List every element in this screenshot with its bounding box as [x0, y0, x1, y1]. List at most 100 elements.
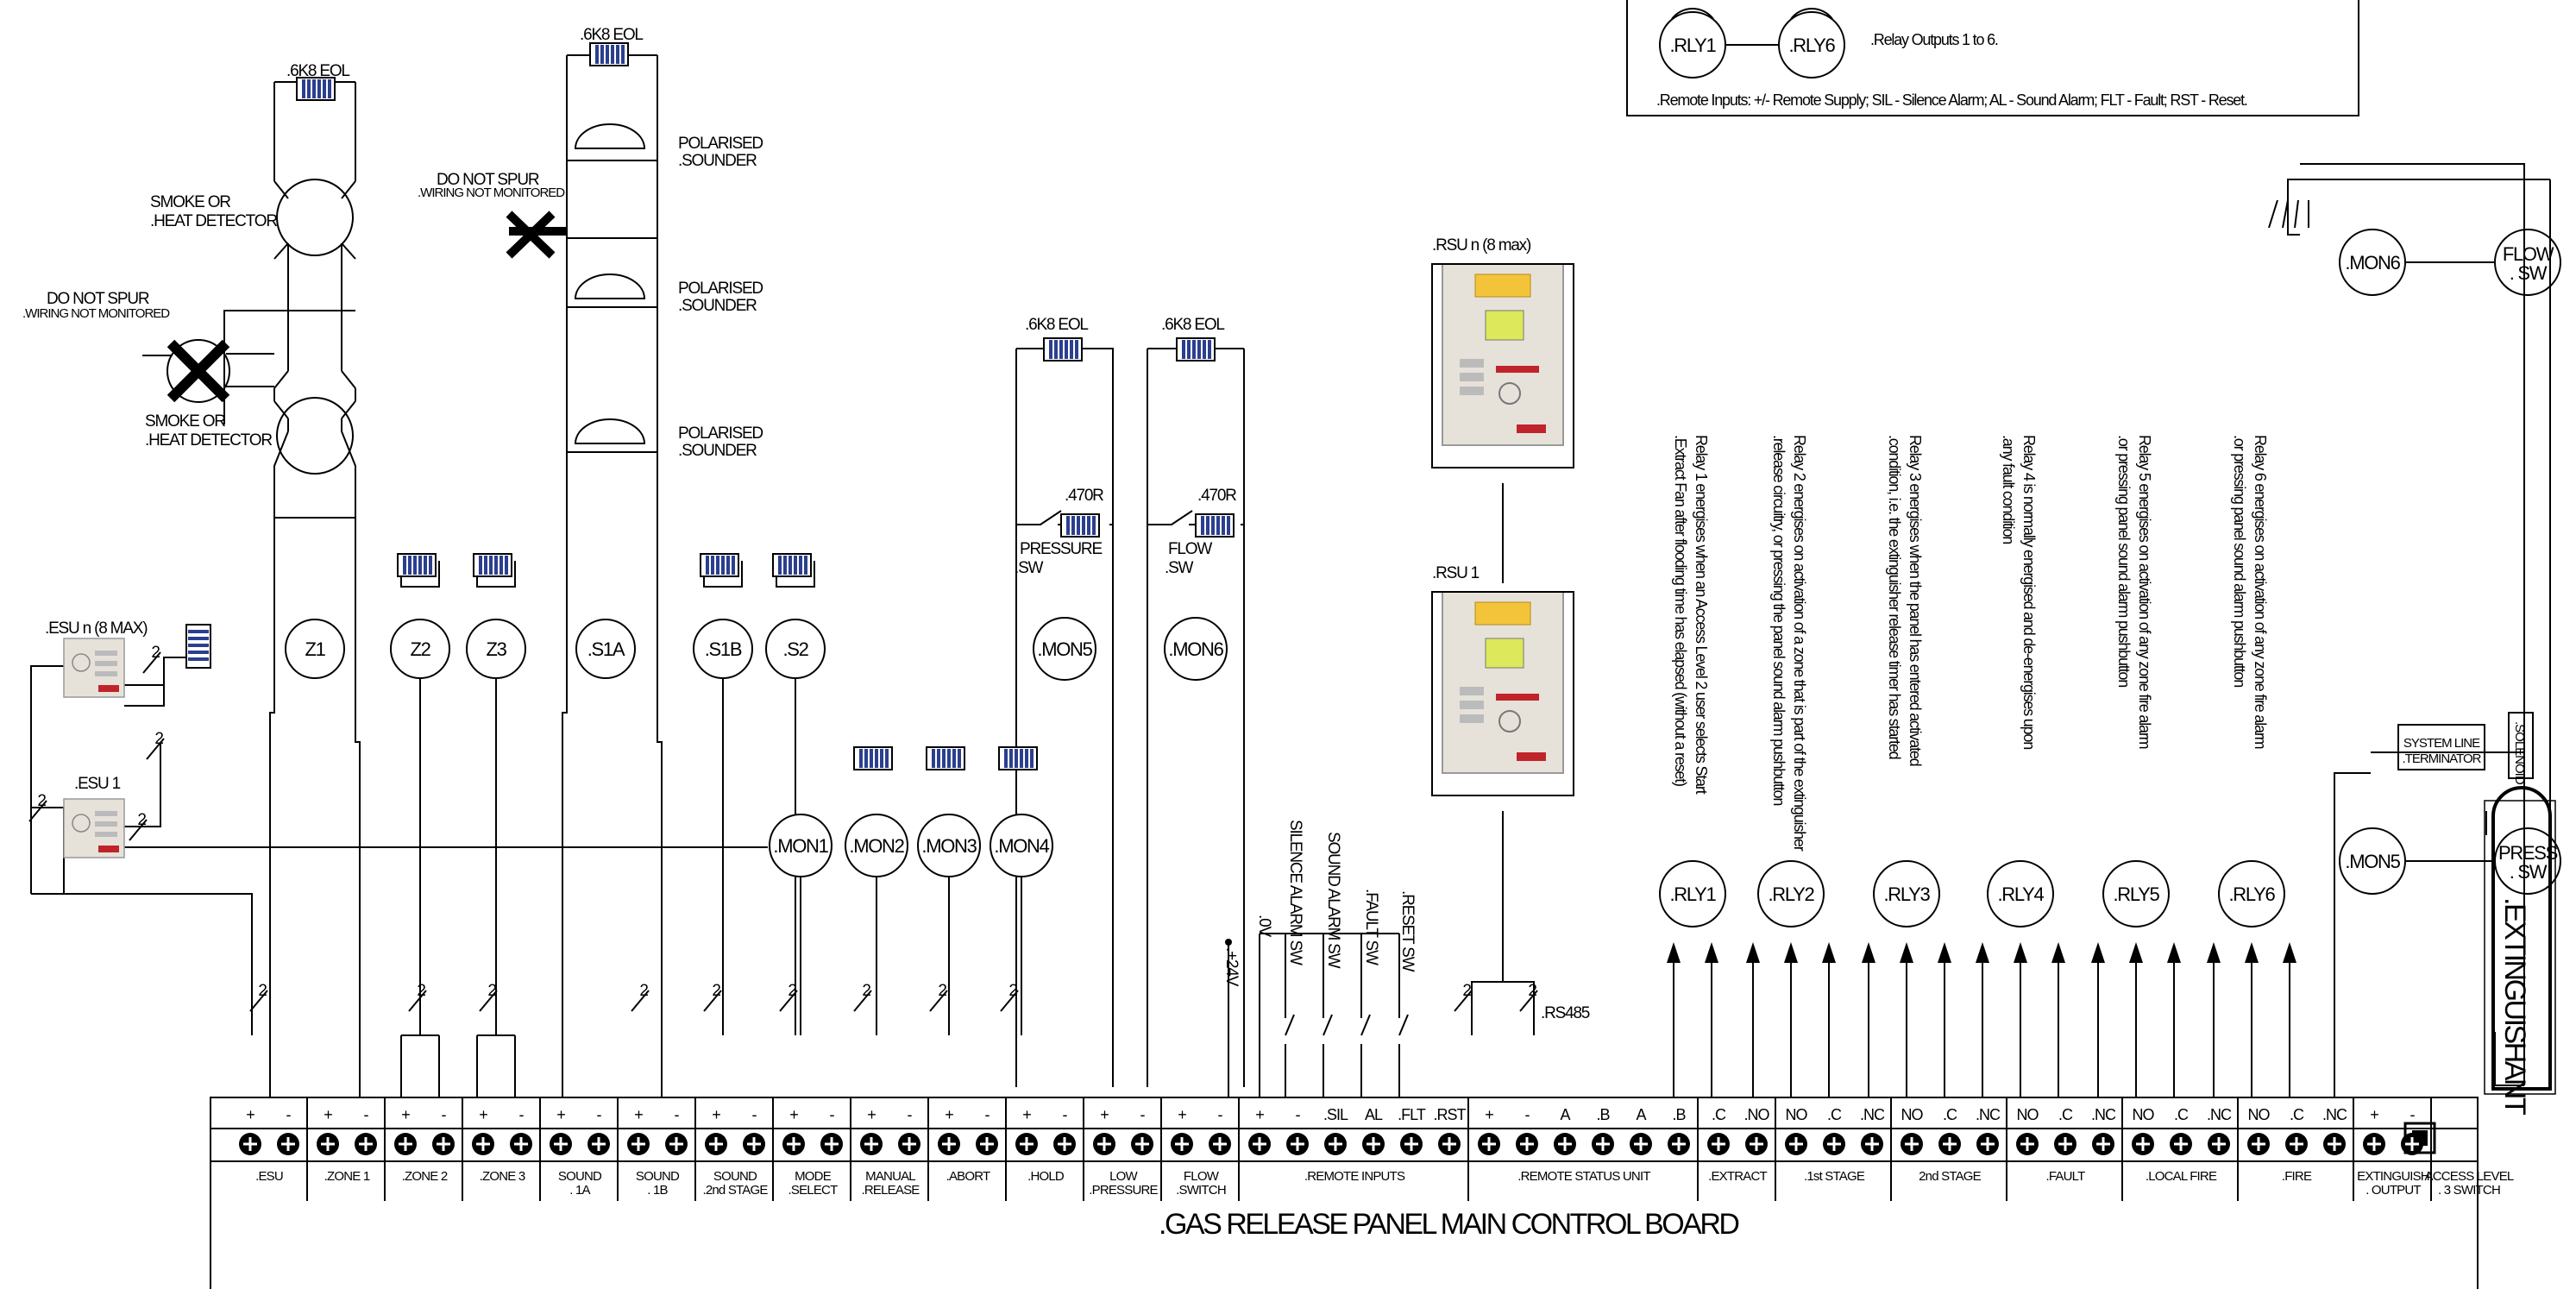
remote-switch-3: [1398, 934, 1409, 1097]
zone-label-1: Z2: [410, 638, 430, 660]
monitor-label-2: .MON3: [921, 835, 977, 857]
rsu-1-label: .RSU 1: [1432, 564, 1480, 582]
terminal-label-localfire-1: .C: [2174, 1106, 2189, 1123]
relay-arrow-2-0: [1862, 942, 1875, 963]
terminal-label-sound1a-0: +: [556, 1106, 565, 1123]
mon6-right-label: .MON6: [2345, 252, 2400, 274]
relay-arrow-3-1: [2014, 942, 2027, 963]
terminal-label-localfire-2: .NC: [2207, 1106, 2232, 1123]
relay-circle-5: [2218, 860, 2285, 927]
relay-note-2-a: Relay 3 energises when the panel has ent…: [1907, 435, 1924, 766]
group-label-hold: .HOLD: [1027, 1169, 1065, 1184]
relay-note-2-b: .condition, i.e. the extinguisher releas…: [1886, 435, 1903, 759]
relay-arrow-2-1: [1900, 942, 1913, 963]
group-label-localfire: .LOCAL FIRE: [2146, 1169, 2217, 1184]
terminal-label-sound1b-0: +: [634, 1106, 643, 1123]
terminator-label-1: SYSTEM LINE: [2403, 736, 2480, 751]
terminal-label-manual-1: -: [908, 1106, 913, 1123]
group-label-sound1a: SOUND: [558, 1169, 602, 1184]
spur-warning-detector-1: DO NOT SPUR: [47, 290, 149, 308]
terminal-label-remin-4: .FLT: [1398, 1106, 1426, 1123]
relay-note-3-a: Relay 4 is normally energised and de-ene…: [2020, 435, 2038, 749]
monitor-label-4: .MON5: [1037, 638, 1092, 660]
terminal-label-extract-0: .C: [1712, 1106, 1726, 1123]
terminal-label-rsu-0: +: [1485, 1106, 1493, 1123]
terminal-label-sound2-1: -: [752, 1106, 757, 1123]
sounder-circuit-label-1: .S1B: [705, 638, 742, 660]
terminal-label-zone3-0: +: [479, 1106, 487, 1123]
terminal-label-rsu-4: A: [1636, 1106, 1646, 1123]
group-label-esu: .ESU: [255, 1169, 283, 1184]
cable-count-12: 2: [37, 792, 46, 810]
terminal-label-lowp-1: -: [1140, 1106, 1146, 1123]
relay-circle-2: [1873, 860, 1940, 927]
relay-circle-4: [2102, 860, 2170, 927]
terminal-label-rsu-1: -: [1525, 1106, 1530, 1123]
terminal-label-lowp-0: +: [1100, 1106, 1109, 1123]
rsu-n-frame: [1431, 263, 1574, 468]
sounder-label-2a: POLARISED: [678, 280, 763, 298]
group-label-st2: 2nd STAGE: [1919, 1169, 1982, 1184]
cable-count-7: 2: [938, 982, 946, 1000]
pressure-sw-label-2: .SW: [1015, 559, 1044, 577]
group-label-st1: .1st STAGE: [1804, 1169, 1865, 1184]
relay-label-2: .RLY3: [1883, 883, 1930, 905]
pressure-sw-label-1: PRESSURE: [1020, 540, 1102, 558]
cable-count-1: 2: [417, 982, 425, 1000]
terminal-label-remin-1: -: [1296, 1106, 1301, 1123]
terminal-label-flow-0: +: [1178, 1106, 1186, 1123]
relay-arrow-4-1: [2129, 942, 2143, 963]
group-label-extract: .EXTRACT: [1708, 1169, 1767, 1184]
group-label-zone2: .ZONE 2: [402, 1169, 448, 1184]
relay-arrow-1-1: [1784, 942, 1798, 963]
terminal-label-zone3-1: -: [519, 1106, 525, 1123]
relay-arrow-3-2: [2051, 942, 2065, 963]
group-label-abort: .ABORT: [946, 1169, 990, 1184]
group-sublabel-manual: .RELEASE: [862, 1183, 920, 1198]
cable-count-4: 2: [712, 982, 720, 1000]
relay-note-4-a: Relay 5 energises on activation of any z…: [2136, 435, 2153, 749]
group-label-flow: FLOW: [1184, 1169, 1220, 1184]
group-label-extout: EXTINGUISH: [2357, 1169, 2429, 1184]
terminal-label-rsu-2: A: [1560, 1106, 1570, 1123]
terminal-label-remin-5: .RST: [1433, 1106, 1466, 1123]
group-label-mode: MODE: [795, 1169, 832, 1184]
eol-label-zone1: .6K8 EOL: [286, 62, 349, 80]
terminal-label-remin-3: AL: [1365, 1106, 1383, 1123]
switch-label-sound: SOUND ALARM SW: [1324, 832, 1342, 969]
terminal-label-rsu-3: .B: [1596, 1106, 1610, 1123]
terminal-label-fault-1: .C: [2058, 1106, 2073, 1123]
cable-mark-13: [129, 819, 148, 841]
esu-1-label: .ESU 1: [74, 775, 121, 793]
group-sublabel-access: . 3 SWITCH: [2438, 1183, 2500, 1198]
terminal-label-sound1b-1: -: [675, 1106, 680, 1123]
terminal-label-st1-1: .C: [1827, 1106, 1842, 1123]
terminal-label-localfire-0: NO: [2133, 1106, 2155, 1123]
cable-mark-12: [28, 800, 47, 822]
terminal-label-st2-0: NO: [1901, 1106, 1924, 1123]
terminal-label-extout-1: -: [2410, 1106, 2416, 1123]
cable-count-14: 2: [154, 730, 163, 748]
relay-note-0-b: .Extract Fan after flooding time has ela…: [1672, 435, 1689, 786]
terminal-label-st1-0: NO: [1786, 1106, 1808, 1123]
terminal-label-fault-0: NO: [2017, 1106, 2039, 1123]
terminal-label-remin-2: .SIL: [1323, 1106, 1348, 1123]
sounder-circuit-label-2: .S2: [782, 638, 808, 660]
relay-circle-1: [1757, 860, 1825, 927]
relay-note-0-a: Relay 1 energises when an Access Level 2…: [1693, 435, 1710, 795]
group-label-fault: .FAULT: [2046, 1169, 2086, 1184]
relay-note-5-b: .or pressing panel sound alarm pushbutto…: [2231, 435, 2248, 687]
terminal-label-remin-0: +: [1255, 1106, 1264, 1123]
switch-label-silence: SILENCE ALARM SW: [1286, 820, 1304, 965]
zone-label-0: Z1: [305, 638, 325, 660]
terminal-label-hold-0: +: [1022, 1106, 1031, 1123]
zone-circle-0: [285, 619, 345, 679]
group-label-rsu: .REMOTE STATUS UNIT: [1517, 1169, 1650, 1184]
terminal-label-mode-0: +: [789, 1106, 798, 1123]
group-label-sound1b: SOUND: [636, 1169, 680, 1184]
sounder-label-3a: POLARISED: [678, 424, 763, 443]
relay-note-1-a: Relay 2 energises on activation of a zon…: [1791, 435, 1808, 852]
terminator-label-2: .TERMINATOR: [2403, 751, 2482, 766]
relay-circle-3: [1987, 860, 2054, 927]
press-sw-right-label-2: . SW: [2510, 861, 2548, 883]
